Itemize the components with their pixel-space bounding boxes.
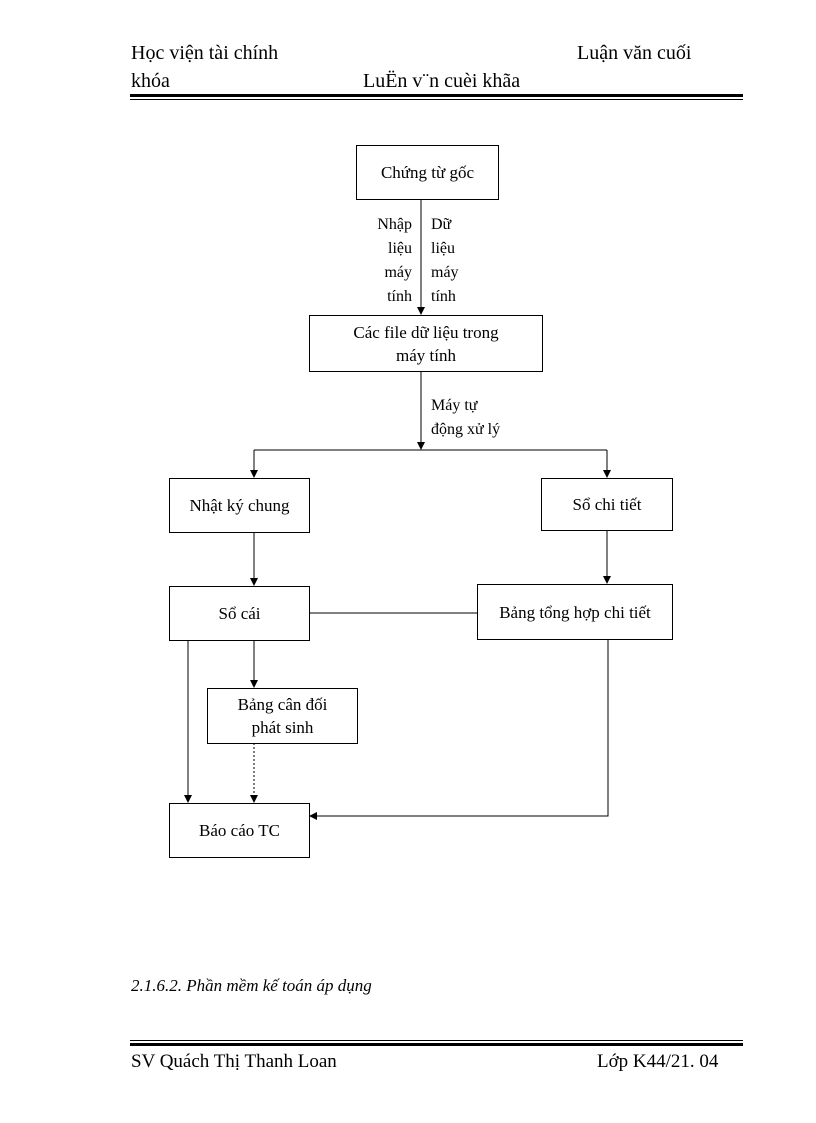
footer-student: SV Quách Thị Thanh Loan xyxy=(131,1051,337,1072)
input-label: Nhập liệu máy tính xyxy=(377,213,412,309)
data-label-line: liệu xyxy=(431,240,455,257)
data-files-line1: Các file dữ liệu trong xyxy=(353,322,499,342)
input-label-line: liệu xyxy=(388,240,412,257)
trial-balance-line1: Bảng cân đối xyxy=(237,695,328,714)
data-label: Dữ liệu máy tính xyxy=(431,213,459,309)
general-journal-label: Nhật ký chung xyxy=(189,496,290,515)
detail-ledger-box: Sổ chi tiết xyxy=(541,478,673,531)
header-garbled-title: LuËn v¨n cuèi khãa xyxy=(363,70,521,92)
section-caption: 2.1.6.2. Phần mềm kế toán áp dụng xyxy=(131,976,372,995)
trial-balance-box: Bảng cân đối phát sinh xyxy=(207,688,358,744)
footer-rule-thin xyxy=(130,1040,743,1041)
auto-process-label: Máy tự động xử lý xyxy=(431,394,500,442)
detail-summary-label: Bảng tổng hợp chi tiết xyxy=(499,602,651,622)
financial-report-box: Báo cáo TC xyxy=(169,803,310,858)
data-files-box: Các file dữ liệu trong máy tính xyxy=(309,315,543,372)
general-ledger-box: Sổ cái xyxy=(169,586,310,641)
header-rule-thick xyxy=(130,94,743,97)
header-rule-thin xyxy=(130,99,743,100)
input-label-line: tính xyxy=(387,288,412,305)
trial-balance-line2: phát sinh xyxy=(251,718,314,737)
general-journal-box: Nhật ký chung xyxy=(169,478,310,533)
header-thesis-title: Luận văn cuối xyxy=(577,42,692,64)
header-institution: Học viện tài chính xyxy=(131,42,279,64)
source-documents-box: Chứng từ gốc xyxy=(356,145,499,200)
auto-process-line: động xử lý xyxy=(431,421,501,438)
input-label-line: máy xyxy=(384,264,412,281)
footer-rule-thick xyxy=(130,1043,743,1046)
general-ledger-label: Sổ cái xyxy=(218,604,261,623)
data-label-line: Dữ xyxy=(431,216,452,233)
footer-class: Lớp K44/21. 04 xyxy=(597,1051,719,1072)
financial-report-label: Báo cáo TC xyxy=(199,821,280,840)
header-course: khóa xyxy=(131,70,170,92)
input-label-line: Nhập xyxy=(377,216,412,233)
data-label-line: tính xyxy=(431,288,456,305)
source-documents-label: Chứng từ gốc xyxy=(380,163,475,182)
detail-summary-box: Bảng tổng hợp chi tiết xyxy=(477,584,673,640)
auto-process-line: Máy tự xyxy=(431,397,478,414)
detail-ledger-label: Sổ chi tiết xyxy=(572,495,642,514)
data-files-line2: máy tính xyxy=(396,345,456,365)
data-label-line: máy xyxy=(431,264,459,281)
